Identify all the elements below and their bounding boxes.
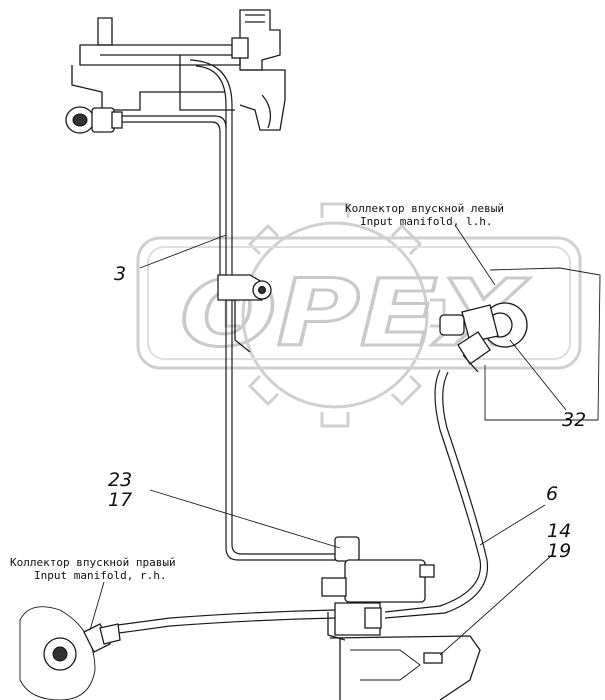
callout-14: 14 — [547, 520, 571, 542]
right-manifold-label-ru: Коллектор впускной правый — [10, 556, 176, 569]
callout-17: 17 — [108, 489, 132, 511]
fitting-top-left — [65, 106, 123, 134]
callout-6: 6 — [546, 483, 558, 505]
leader-lines — [89, 224, 567, 656]
fitting-left-manifold — [439, 267, 601, 421]
fitting-right-manifold — [19, 606, 121, 700]
callout-32: 32 — [562, 409, 586, 431]
pipe-clamp — [217, 274, 272, 353]
callout-19: 19 — [547, 540, 571, 562]
left-manifold-label-en: Input manifold, l.h. — [360, 215, 492, 228]
valve-assembly — [321, 536, 481, 700]
callout-3: 3 — [114, 263, 126, 285]
callout-23: 23 — [108, 469, 132, 491]
right-manifold-label-en: Input manifold, r.h. — [34, 569, 166, 582]
left-manifold-label-ru: Коллектор впускной левый — [345, 202, 504, 215]
engine-block-top — [65, 9, 286, 290]
watermark-frame — [136, 236, 582, 370]
